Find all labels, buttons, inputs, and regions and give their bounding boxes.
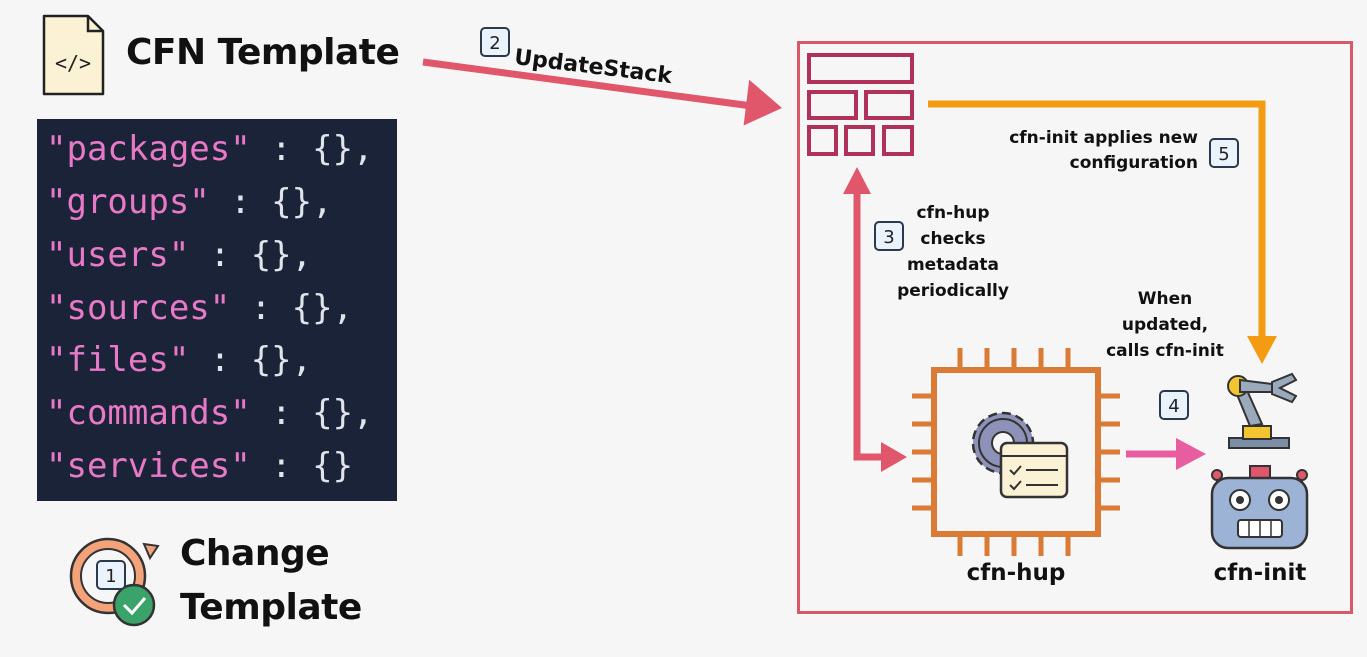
- step-4-badge: 4: [1159, 390, 1189, 420]
- step-2-badge: 2: [480, 27, 510, 57]
- cfn-hup-label: cfn-hup: [966, 560, 1066, 586]
- apply-config-arrow: [928, 100, 1277, 364]
- step-1-badge: 1: [96, 560, 126, 590]
- step-4-label: When updated, calls cfn-init: [1106, 289, 1224, 361]
- update-stack-arrow: [422, 58, 782, 126]
- robot-icon: [1210, 465, 1309, 550]
- cfn-init-label: cfn-init: [1213, 560, 1307, 586]
- code-line-groups: "groups" : {},: [46, 182, 333, 222]
- code-line-packages: "packages" : {},: [46, 129, 374, 169]
- code-block: "packages" : {}, "groups" : {}, "users" …: [37, 119, 397, 501]
- step-5-badge: 5: [1209, 138, 1239, 168]
- step-5-label: cfn-init applies new configuration: [1009, 128, 1198, 173]
- code-line-sources: "sources" : {},: [46, 288, 354, 328]
- step-3-badge: 3: [874, 221, 904, 251]
- svg-text:</>: </>: [55, 51, 91, 75]
- cfn-template-title: CFN Template: [126, 32, 400, 73]
- stack-grid-icon: [807, 53, 914, 156]
- change-template-label: Change Template: [180, 533, 362, 628]
- chip-gear-icon: [912, 348, 1120, 556]
- check-metadata-arrow: [843, 167, 907, 472]
- code-line-files: "files" : {},: [46, 340, 313, 380]
- code-file-icon: </>: [42, 14, 105, 96]
- instance-frame: [797, 41, 1353, 614]
- code-line-commands: "commands" : {},: [46, 393, 374, 433]
- robot-arm-icon: [1227, 372, 1298, 449]
- call-init-arrow: [1126, 438, 1206, 470]
- step-3-label: cfn-hup checks metadata periodically: [897, 203, 1009, 301]
- code-line-services: "services" : {}: [46, 446, 354, 486]
- code-line-users: "users" : {},: [46, 235, 313, 275]
